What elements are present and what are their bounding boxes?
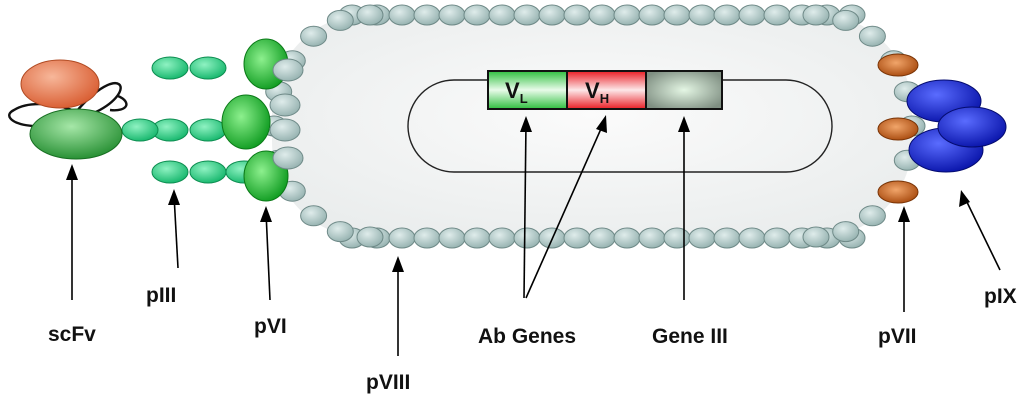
coat-bead (832, 9, 860, 31)
piii-bead (151, 56, 189, 80)
pix-protein (937, 106, 1007, 148)
gene-iii-box (645, 70, 723, 110)
scfv-vl-domain (29, 108, 123, 160)
coat-bead (463, 4, 491, 26)
phage-capsid (272, 14, 912, 238)
coat-bead (688, 4, 716, 26)
coat-bead (638, 227, 666, 249)
vh-gene-box (566, 70, 647, 110)
coat-bead (802, 4, 830, 26)
coat-bead (513, 4, 541, 26)
label-pviii: pVIII (366, 371, 410, 394)
coat-bead (438, 227, 466, 249)
coat-bead (463, 227, 491, 249)
coat-bead (763, 4, 791, 26)
piii-bead (121, 118, 159, 142)
vl-gene-box (487, 70, 568, 110)
coat-bead (663, 4, 691, 26)
arrow-ab-genes-vl (523, 121, 527, 299)
coat-bead (413, 4, 441, 26)
arrowhead (66, 164, 78, 180)
coat-bead (300, 25, 328, 47)
arrowhead (959, 190, 970, 207)
arrowhead (260, 206, 272, 222)
vl-gene-label: VL (505, 78, 528, 106)
arrow-pvi (265, 211, 271, 301)
coat-bead (613, 227, 641, 249)
arrowhead (168, 189, 180, 205)
coat-bead (738, 4, 766, 26)
coat-bead (588, 4, 616, 26)
coat-bead (538, 4, 566, 26)
label-pix: pIX (984, 285, 1017, 308)
coat-bead (488, 4, 516, 26)
scfv-linker-front (109, 94, 128, 112)
coat-bead (563, 4, 591, 26)
coat-bead (563, 227, 591, 249)
coat-bead (413, 227, 441, 249)
coat-bead (326, 221, 354, 243)
pix-proteins (906, 79, 1007, 173)
coat-bead (713, 227, 741, 249)
vh-gene-label: VH (585, 78, 609, 106)
label-pvi: pVI (254, 315, 287, 338)
coat-bead (638, 4, 666, 26)
label-piii: pIII (146, 284, 176, 307)
label-arrows (66, 115, 1001, 356)
coat-bead (802, 226, 830, 248)
coat-bead (763, 227, 791, 249)
coat-bead (588, 227, 616, 249)
pvi-protein (221, 94, 271, 150)
piii-bead (189, 56, 227, 80)
scfv-molecule (8, 59, 128, 160)
piii-bead (189, 160, 227, 184)
piii-bead (189, 118, 227, 142)
coat-bead (269, 93, 301, 117)
coat-bead (738, 227, 766, 249)
arrow-ab-genes-vh (525, 121, 605, 299)
pvii-protein (877, 53, 919, 77)
label-scfv: scFv (48, 323, 96, 346)
coat-bead (356, 4, 384, 26)
coat-bead (388, 4, 416, 26)
scfv-vh-domain (20, 59, 100, 109)
capsid-body (272, 14, 912, 238)
arrowhead (520, 116, 532, 132)
label-ab-genes: Ab Genes (478, 325, 576, 348)
coat-bead (513, 227, 541, 249)
coat-bead (663, 227, 691, 249)
coat-bead (269, 118, 301, 142)
coat-bead (388, 227, 416, 249)
piii-bead (151, 160, 189, 184)
coat-bead (858, 25, 886, 47)
label-pvii: pVII (878, 325, 917, 348)
coat-bead (488, 227, 516, 249)
coat-bead (438, 4, 466, 26)
pvii-proteins (877, 53, 919, 204)
arrowhead (678, 116, 690, 132)
arrow-piii (173, 194, 179, 269)
antibody-gene-cassette: VL VH (487, 70, 723, 110)
left-end-coat-beads (269, 58, 304, 170)
pvii-protein (877, 180, 919, 204)
coat-bead (858, 205, 886, 227)
arrowhead (392, 256, 404, 272)
label-gene-iii: Gene III (652, 325, 728, 348)
coat-bead (613, 4, 641, 26)
coat-bead (326, 9, 354, 31)
arrowhead (596, 115, 607, 133)
pvii-protein (877, 117, 919, 141)
coat-bead (713, 4, 741, 26)
coat-bead (356, 226, 384, 248)
arrow-pix (963, 195, 1001, 271)
protein-labels: scFv pIII pVI pVIII Ab Genes Gene III pV… (48, 284, 1017, 394)
coat-bead (688, 227, 716, 249)
arrowhead (898, 206, 910, 222)
coat-bead (272, 58, 304, 82)
coat-bead (832, 221, 860, 243)
coat-bead (272, 146, 304, 170)
coat-bead (300, 205, 328, 227)
